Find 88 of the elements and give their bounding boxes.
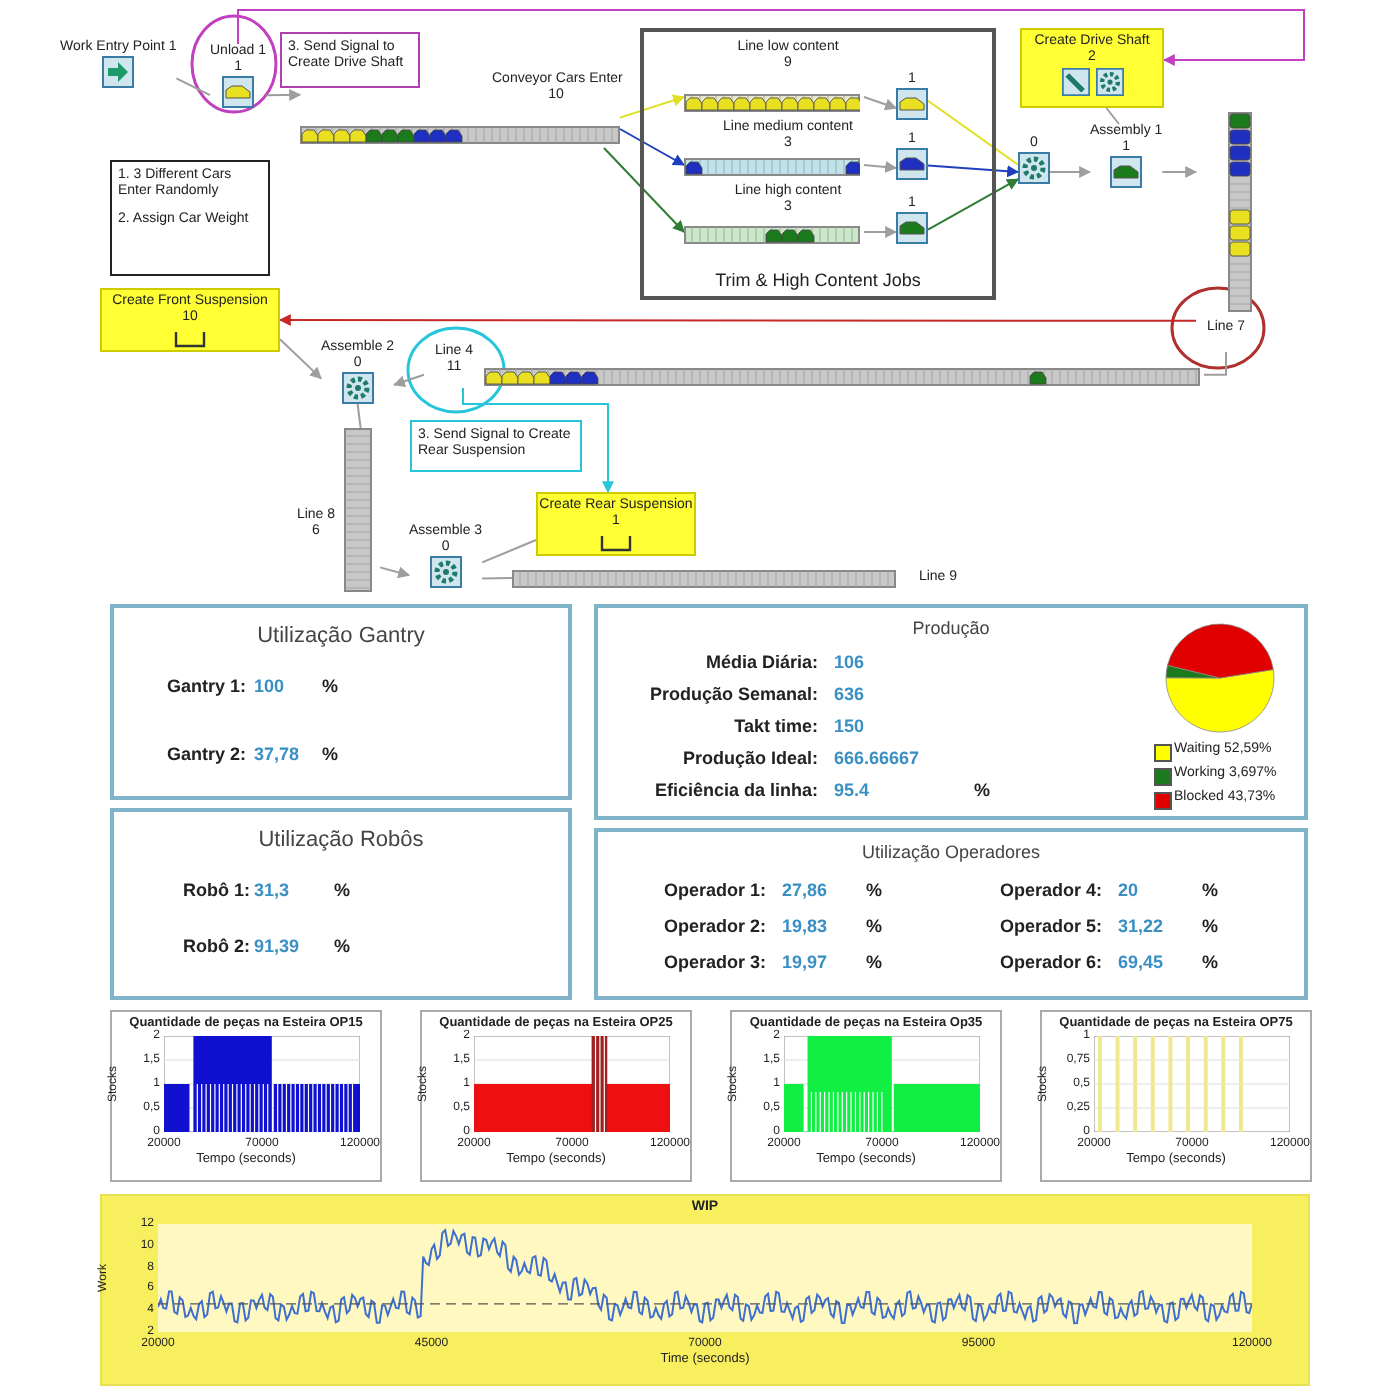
metric-label: Operador 3: xyxy=(661,952,766,972)
metric-label: Operador 5: xyxy=(997,916,1102,936)
metric-value: 69,45 xyxy=(1118,952,1164,972)
metric-label: Gantry 1: xyxy=(164,676,246,696)
metric-value: 19,83 xyxy=(782,916,828,936)
metric-value: 27,86 xyxy=(782,880,828,900)
arrow xyxy=(1161,166,1198,178)
metric-value: 91,39 xyxy=(254,936,300,956)
arrow xyxy=(379,566,411,579)
process-box xyxy=(1020,28,1164,108)
panel-title: Utilização Gantry xyxy=(255,624,427,648)
connector-line xyxy=(1203,351,1227,376)
panel-title: Utilização Robôs xyxy=(256,828,426,852)
unit-label: % xyxy=(1202,880,1219,900)
connector-line xyxy=(927,99,1019,166)
arrow xyxy=(619,128,686,166)
connector-line xyxy=(356,403,362,429)
arrow xyxy=(863,161,898,173)
pie-slice xyxy=(1167,623,1274,679)
metric-label: Gantry 2: xyxy=(164,744,246,764)
metric-value: 37,78 xyxy=(254,744,300,764)
panel-title: Utilização Operadores xyxy=(859,840,1043,864)
arrow xyxy=(462,387,614,494)
dashboard-panel xyxy=(110,808,572,1000)
metric-value: 106 xyxy=(834,652,865,672)
arrow xyxy=(393,373,425,388)
dashboard-panel xyxy=(594,828,1308,1000)
pie-slice xyxy=(1165,669,1275,733)
unit-label: % xyxy=(1202,952,1219,972)
note-box xyxy=(110,160,270,276)
group-title: Trim & High Content Jobs xyxy=(713,270,923,290)
metric-label: Operador 6: xyxy=(997,952,1102,972)
unit-label: % xyxy=(322,676,339,696)
metric-value: 31,22 xyxy=(1118,916,1164,936)
metric-label: Média Diária: xyxy=(703,652,818,672)
arrow xyxy=(1049,166,1092,178)
arrow xyxy=(927,178,1020,231)
arrow xyxy=(265,88,302,101)
metric-value: 100 xyxy=(254,676,285,696)
chart-panel xyxy=(110,1010,382,1182)
unit-label: % xyxy=(334,880,351,900)
connector-line xyxy=(175,77,211,97)
process-box xyxy=(536,492,696,556)
metric-label: Operador 2: xyxy=(661,916,766,936)
arrow xyxy=(863,226,898,238)
panel-title: Produção xyxy=(910,616,992,640)
metric-label: Produção Semanal: xyxy=(647,684,818,704)
arrow xyxy=(619,94,686,119)
arrow xyxy=(927,164,1020,178)
connector-line xyxy=(481,577,513,580)
chart-panel xyxy=(730,1010,1002,1182)
unit-label: % xyxy=(866,916,883,936)
metric-label: Operador 4: xyxy=(997,880,1102,900)
metric-label: Robô 2: xyxy=(181,936,250,956)
dashboard-panel xyxy=(594,604,1308,820)
unit-label: % xyxy=(1202,916,1219,936)
metric-value: 95.4 xyxy=(834,780,870,800)
note-box xyxy=(280,32,420,88)
metric-label: Eficiência da linha: xyxy=(652,780,818,800)
process-box xyxy=(100,288,280,352)
metric-label: Operador 1: xyxy=(661,880,766,900)
chart-panel xyxy=(100,1194,1310,1386)
arrow xyxy=(278,314,1197,326)
metric-label: Produção Ideal: xyxy=(680,748,818,768)
arrow xyxy=(863,96,898,111)
unit-label: % xyxy=(866,952,883,972)
dashboard-panel xyxy=(110,604,572,800)
group-frame xyxy=(640,28,996,300)
connector-line xyxy=(481,539,537,564)
arrow xyxy=(603,147,685,233)
unit-label: % xyxy=(974,780,991,800)
metric-value: 20 xyxy=(1118,880,1139,900)
metric-label: Takt time: xyxy=(732,716,818,736)
unit-label: % xyxy=(334,936,351,956)
metric-value: 31,3 xyxy=(254,880,290,900)
chart-panel xyxy=(1040,1010,1312,1182)
metric-value: 636 xyxy=(834,684,865,704)
connector-line xyxy=(1105,107,1120,125)
metric-value: 19,97 xyxy=(782,952,828,972)
metric-value: 150 xyxy=(834,716,865,736)
unit-label: % xyxy=(866,880,883,900)
arrow xyxy=(279,338,322,380)
metric-value: 666.66667 xyxy=(834,748,920,768)
unit-label: % xyxy=(322,744,339,764)
chart-panel xyxy=(420,1010,692,1182)
metric-label: Robô 1: xyxy=(181,880,250,900)
note-box xyxy=(410,420,582,472)
arrow xyxy=(237,9,1305,66)
